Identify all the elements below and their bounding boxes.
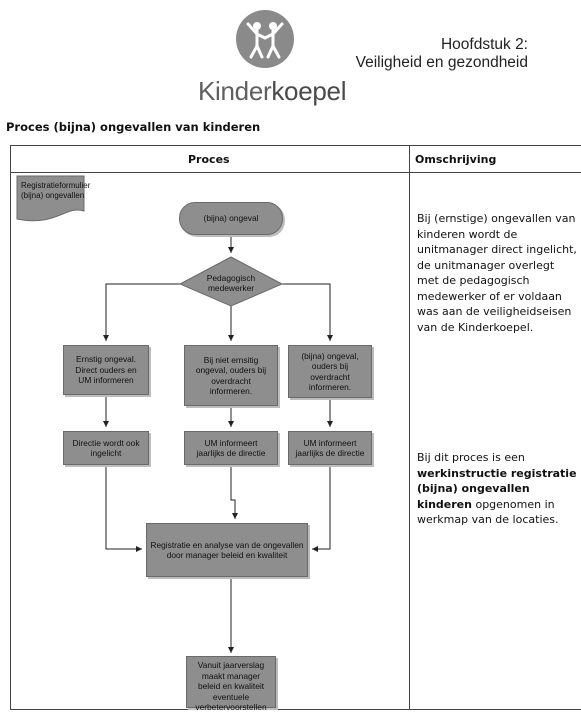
brand-logo-text: Kinderkoepel (198, 76, 347, 106)
column-header-description: Omschrijving (415, 153, 497, 166)
arrow-middle-to-registration (230, 465, 238, 519)
page-title: Proces (bijna) ongevallen van kinderen (6, 120, 261, 134)
header-divider (10, 172, 581, 173)
box-non-serious-accident: Bij niet ernsitig ongeval, ouders bij ov… (184, 345, 278, 406)
box-improvement-proposals: Vanuit jaarverslag maakt manager beleid … (186, 656, 276, 712)
chapter-number: Hoofdstuk 2: (440, 36, 528, 53)
chapter-title: Veiligheid en gezondheid (355, 54, 528, 71)
document-icon (16, 175, 85, 222)
arrow-left-to-registration (105, 465, 142, 552)
chapter-heading: Hoofdstuk 2: Veiligheid en gezondheid (356, 36, 528, 72)
box-board-informed: Directie wordt ook ingelicht (63, 431, 149, 465)
description-paragraph-2: Bij dit proces is een werkinstructie reg… (417, 451, 577, 526)
work-instruction-reference: werkinstructie registratie (bijna) ongev… (417, 466, 577, 511)
arrow-decision-to-right (282, 283, 333, 341)
box-near-accident: (bijna) ongeval, ouders bij overdracht i… (288, 345, 372, 398)
decision-label: Pedagogisch medewerker (206, 273, 256, 293)
box-um-informs-right: UM informeert jaarlijks de directie (288, 431, 372, 465)
box-um-informs-middle: UM informeert jaarlijks de directie (184, 431, 278, 465)
start-node: (bijna) ongeval (179, 202, 283, 235)
box-registration-analysis: Registratie en analyse van de ongevallen… (146, 523, 308, 577)
arrow-right-to-registration (312, 465, 331, 552)
column-divider (409, 145, 410, 710)
box-serious-accident: Ernstig ongeval. Direct ouders en UM inf… (63, 345, 149, 395)
logo-emblem (236, 10, 294, 68)
description-paragraph-1: Bij (ernstige) ongevallen van kinderen w… (417, 212, 577, 334)
arrow-decision-to-left (103, 283, 180, 341)
column-header-process: Proces (188, 153, 230, 166)
decision-diamond (178, 256, 284, 307)
document-label: Registratieformulier (bijna) ongevallen (21, 181, 91, 200)
